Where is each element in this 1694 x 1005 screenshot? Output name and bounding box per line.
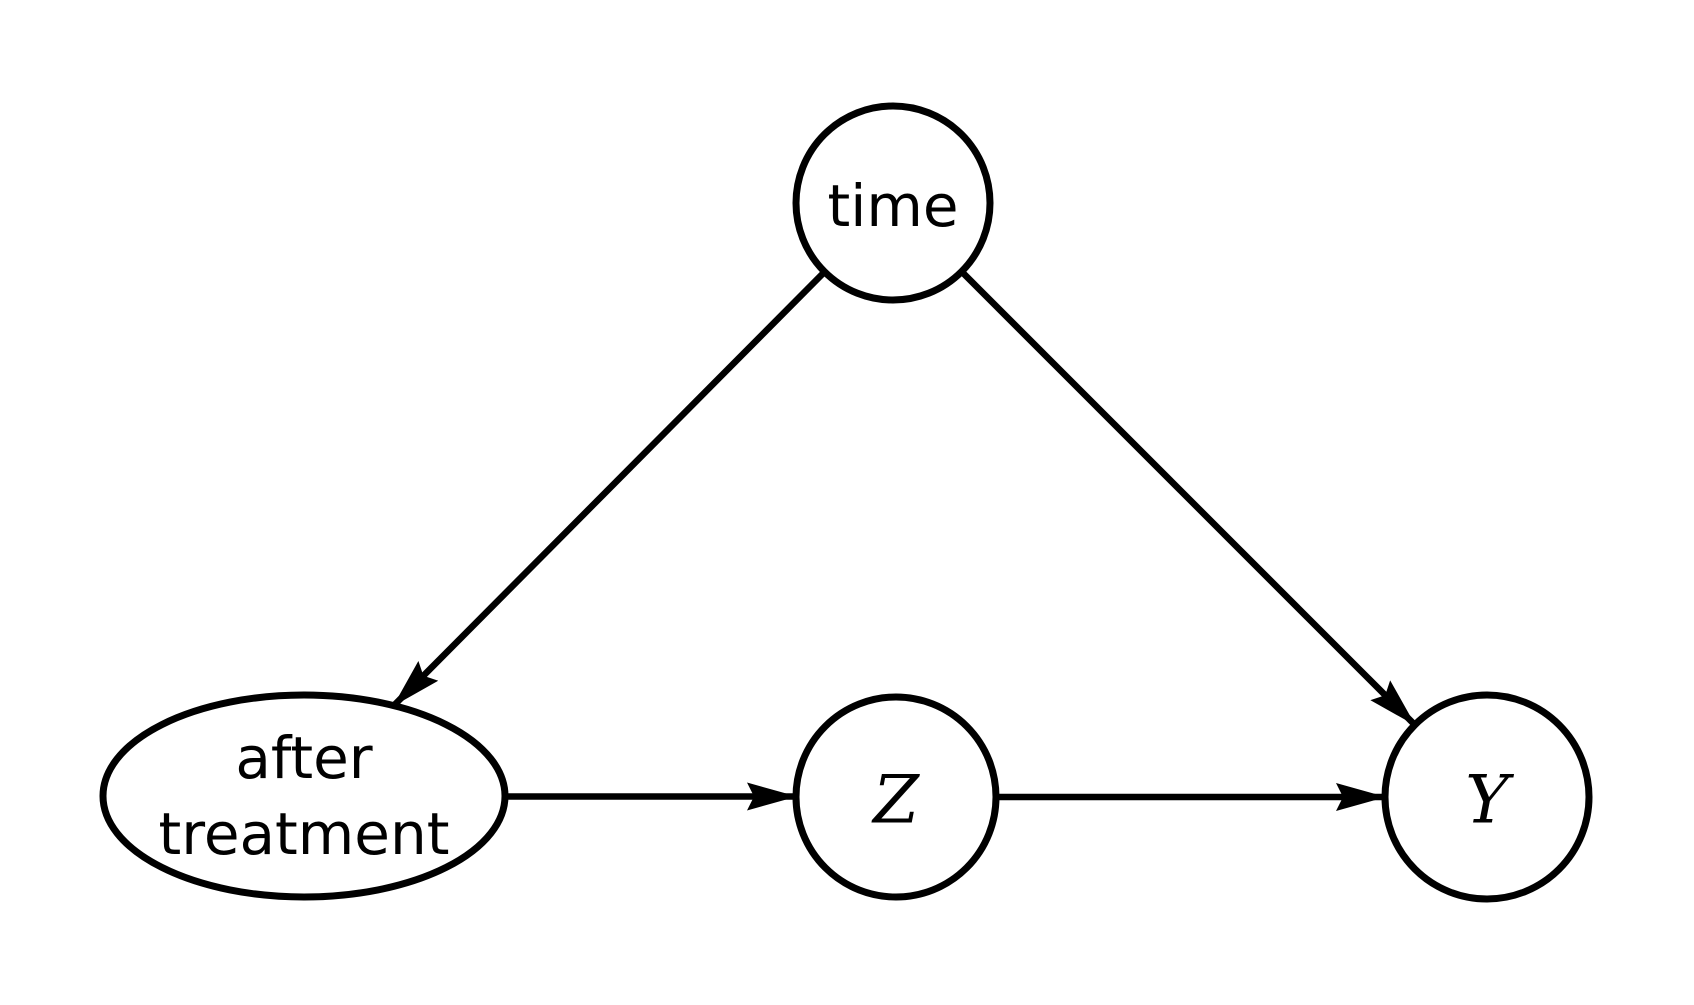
- node-y-circle: [1381, 691, 1593, 903]
- node-time-label: time: [827, 172, 958, 240]
- edges-layer: [391, 269, 1418, 811]
- edge-time-to-y: [959, 269, 1418, 728]
- node-z-circle: [792, 693, 1000, 901]
- node-time-circle: [792, 102, 994, 304]
- node-after-treatment-ellipse: [99, 691, 509, 901]
- node-time: time: [792, 102, 994, 304]
- edge-time-to-after-treatment: [391, 269, 827, 708]
- node-after-treatment: after treatment: [99, 691, 509, 901]
- node-z-label: Z: [871, 762, 920, 839]
- node-y: Y: [1381, 691, 1593, 903]
- node-y-label: Y: [1465, 762, 1514, 839]
- node-z: Z: [792, 693, 1000, 901]
- node-after-treatment-label-line2: treatment: [159, 800, 450, 868]
- node-after-treatment-label-line1: after: [235, 724, 372, 792]
